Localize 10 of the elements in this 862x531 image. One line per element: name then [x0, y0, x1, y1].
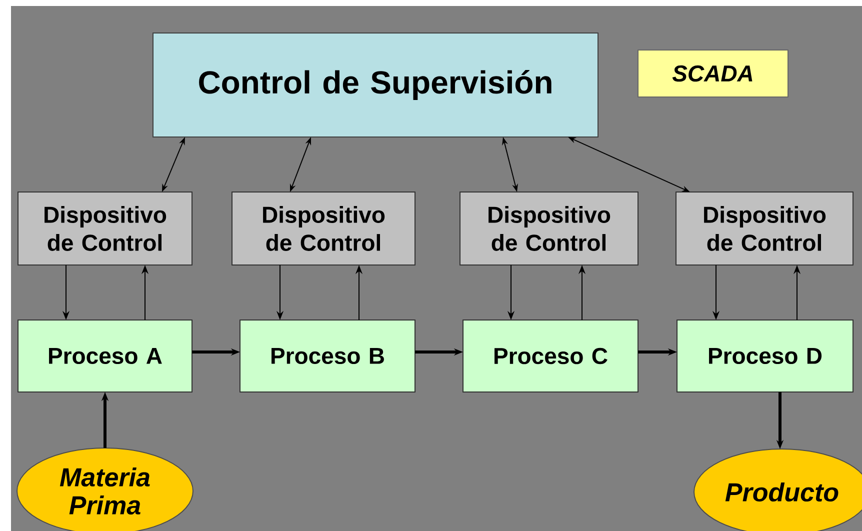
device-box: Dispositivo de Control [460, 192, 638, 266]
device-box: Dispositivo de Control [18, 192, 192, 266]
process-box: Proceso A [18, 320, 192, 392]
process-box: Proceso B [240, 320, 416, 392]
supervision-box: Control de Supervisión [152, 32, 598, 138]
device-box: Dispositivo de Control [676, 192, 854, 266]
process-box: Proceso D [676, 320, 854, 392]
device-box: Dispositivo de Control [232, 192, 416, 266]
system-label-box: SCADA [638, 50, 788, 98]
process-box: Proceso C [462, 320, 638, 392]
